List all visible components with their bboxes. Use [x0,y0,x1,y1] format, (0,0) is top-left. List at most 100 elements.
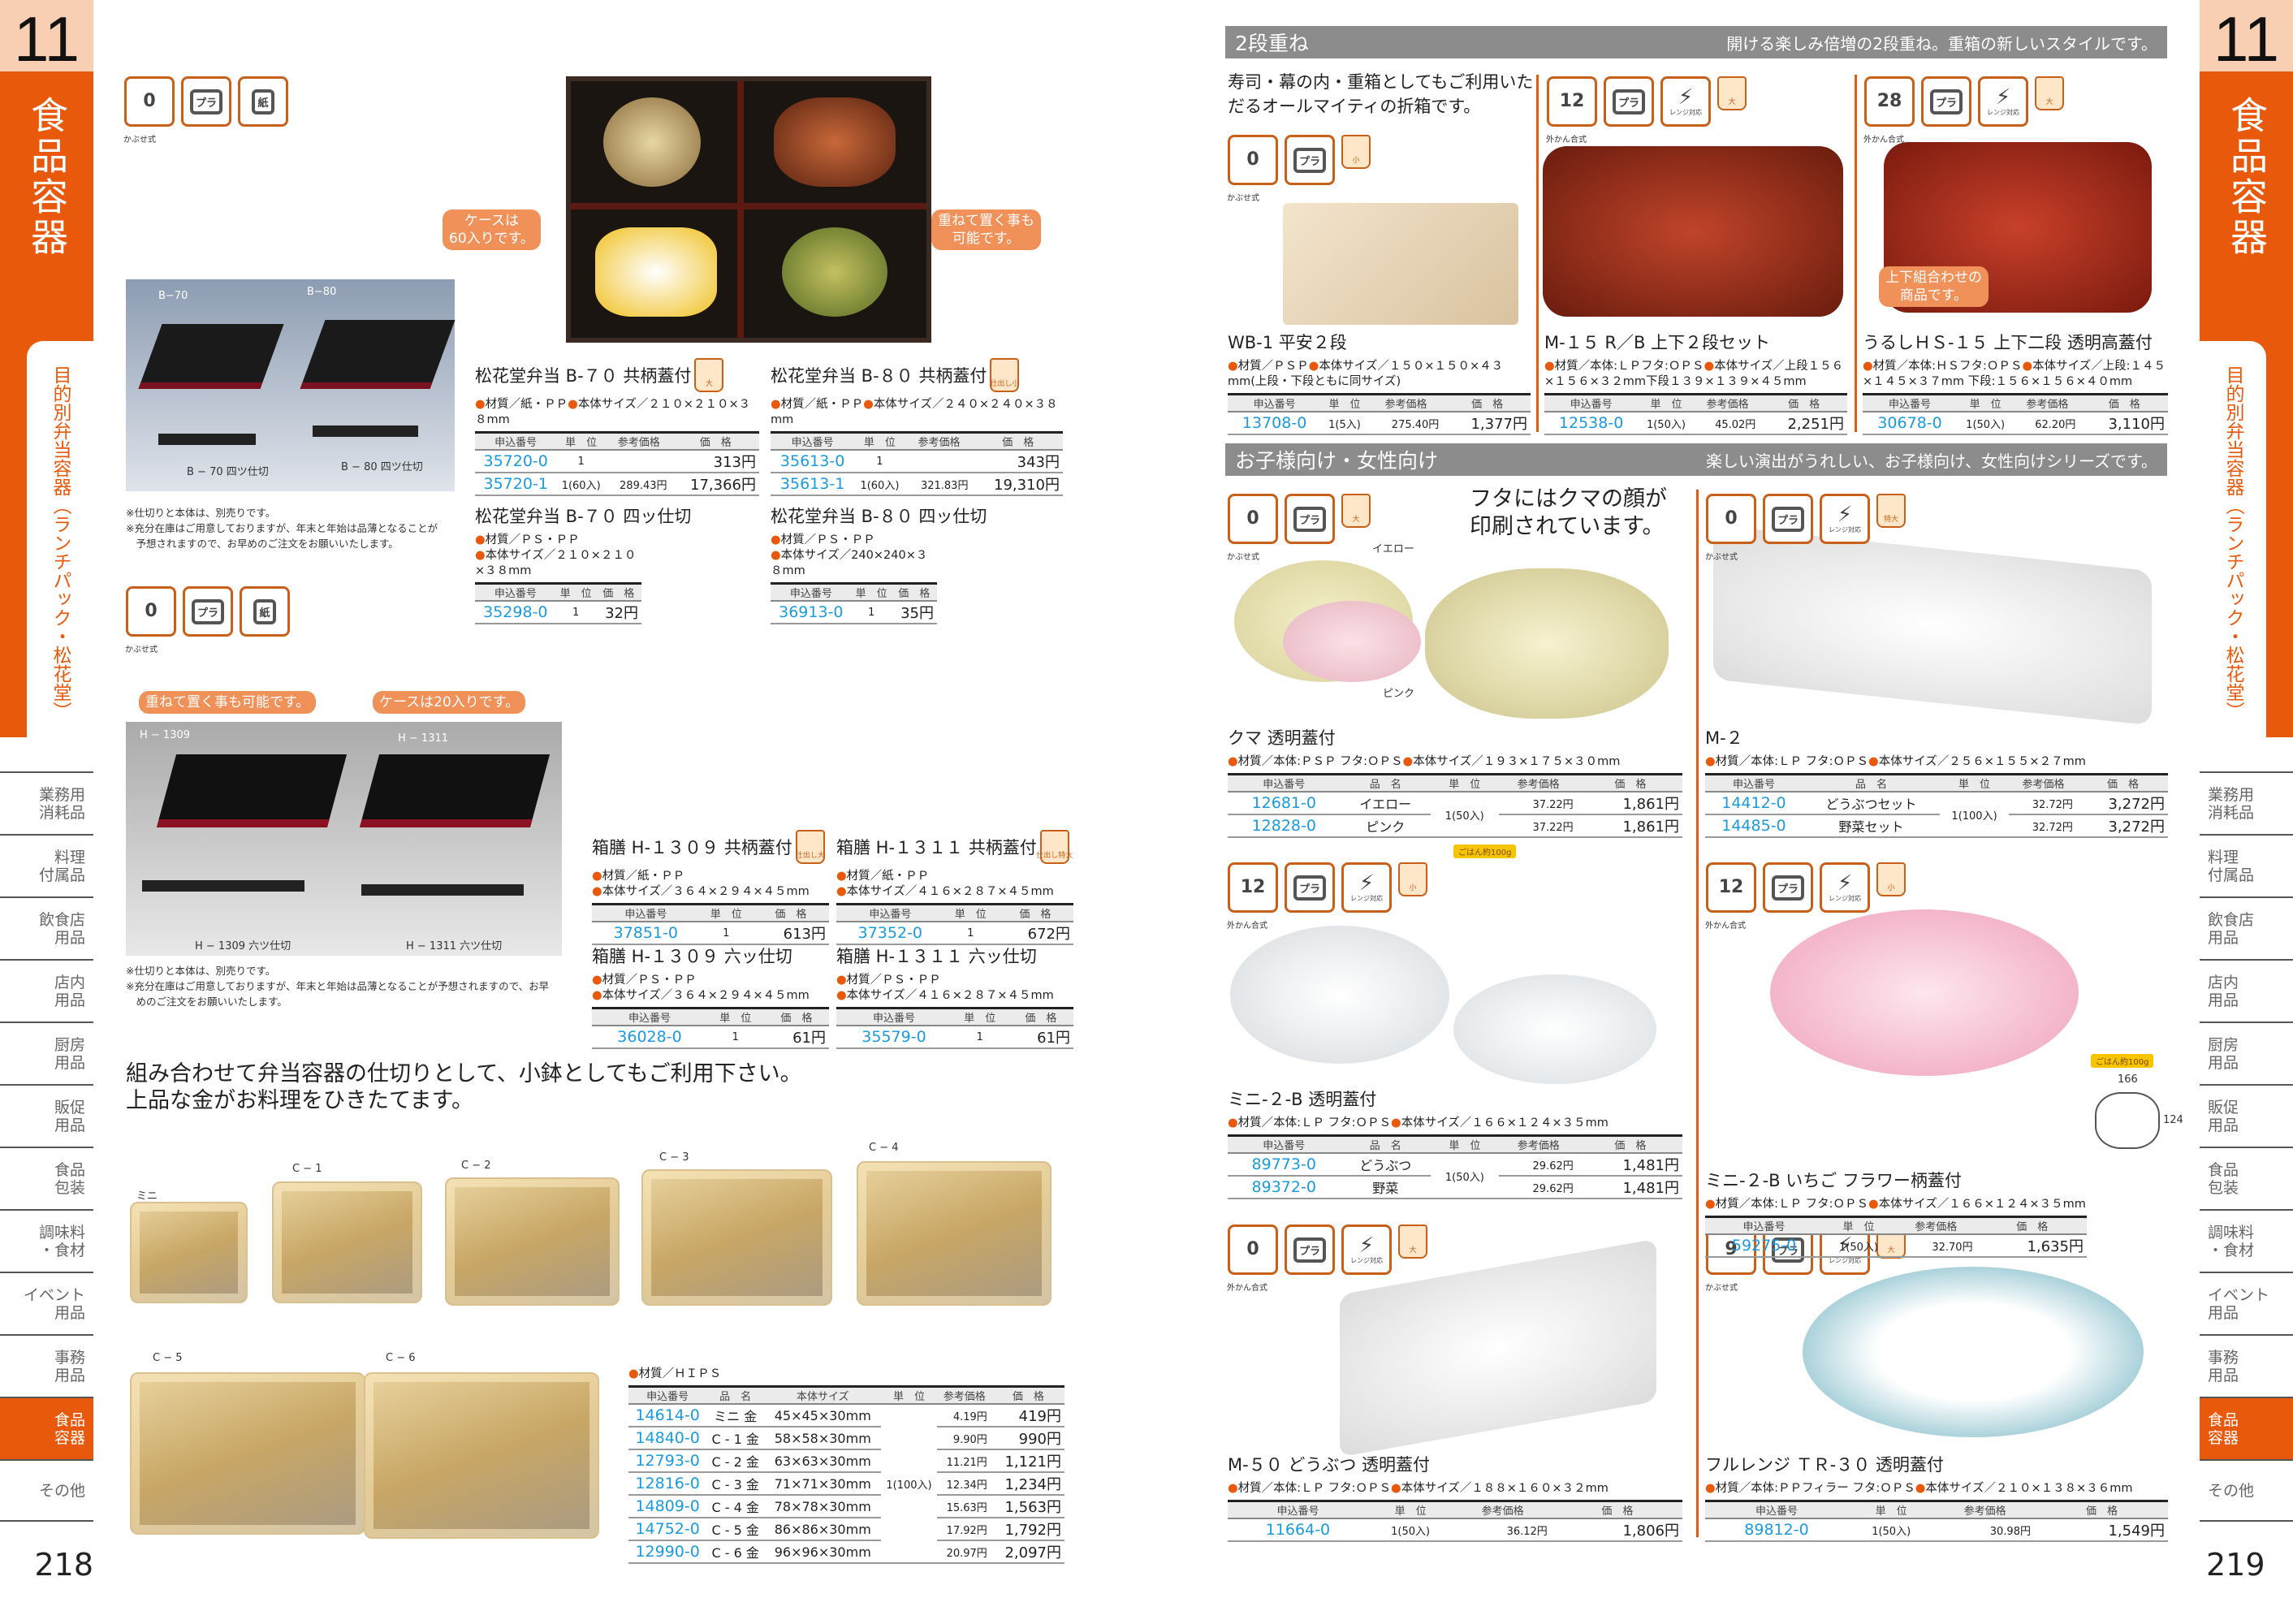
recycle-mark: 紙 [252,89,274,114]
order-number[interactable]: 14614-0 [628,1404,707,1427]
order-number[interactable]: 12990-0 [628,1540,707,1564]
nav-item[interactable]: 店内 用品 [0,959,93,1021]
food [595,227,717,317]
column-header: 価 格 [671,432,759,451]
order-number[interactable]: 35720-1 [475,473,557,496]
cell: C - 1 金 [706,1427,765,1450]
bolt-glyph: ⚡ [1678,84,1694,110]
nav-item[interactable]: 業務用 消耗品 [0,771,93,834]
order-number[interactable]: 89773-0 [1228,1153,1341,1177]
column-header: 単 位 [1431,1135,1499,1154]
nav-item[interactable]: 飲食店 用品 [2200,896,2293,959]
nav-item[interactable]: 食品 容器 [0,1397,93,1459]
nav-item[interactable]: 業務用 消耗品 [2200,771,2293,834]
order-number[interactable]: 12793-0 [628,1449,707,1473]
nav-item[interactable]: 食品 包装 [0,1147,93,1209]
product-block: ミニ-２-B いちご フラワー柄蓋付●材質／本体:ＬＰ フタ:ＯＰＳ●本体サイズ… [1705,1168,2087,1258]
order-number[interactable]: 59275-0 [1705,1234,1824,1258]
bullet-icon: ● [1308,360,1319,373]
nav-item[interactable]: 飲食店 用品 [0,896,93,959]
spec-text: 材質／ＰＳ・ＰＰ [846,974,941,987]
order-number[interactable]: 11664-0 [1228,1518,1368,1542]
nav-item[interactable]: 食品 容器 [2200,1397,2293,1459]
order-number[interactable]: 14840-0 [628,1427,707,1450]
nav-item[interactable]: 調味料 ・食材 [2200,1209,2293,1272]
nav-item[interactable]: イベント 用品 [2200,1272,2293,1334]
spec-item: ●材質／本体:ＬＰフタ:ＯＰＳ [1544,360,1704,373]
bullet-icon: ● [1705,755,1716,768]
order-number[interactable]: 14809-0 [628,1495,707,1518]
nav-item[interactable]: 料理 付属品 [2200,834,2293,896]
nav-item[interactable]: 食品 包装 [2200,1147,2293,1209]
bullet-icon: ● [771,549,781,562]
order-number[interactable]: 14752-0 [628,1518,707,1541]
reference-price: 32.72円 [2009,792,2078,815]
bolt-glyph: ⚡ [1837,870,1853,896]
bullet-icon: ● [1391,1482,1401,1495]
order-number[interactable]: 12828-0 [1228,814,1341,838]
subcategory-panel: 目的別弁当容器（ランチパック・松花堂） [27,341,93,737]
subcategory-title: 目的別弁当容器（ランチパック・松花堂） [50,365,71,720]
order-number[interactable]: 36028-0 [592,1026,707,1049]
column-header: 価 格 [1008,1008,1073,1026]
recycle-mark: プラ [1771,875,1804,901]
section-bar-nidan: 2段重ね 開ける楽しみ倍増の2段重ね。重箱の新しいスタイルです。 [1225,26,2167,58]
bullet-icon: ● [1391,1116,1401,1129]
nav-item[interactable]: 厨房 用品 [2200,1021,2293,1084]
column-header: 価 格 [752,904,829,922]
nav-item[interactable]: 厨房 用品 [0,1021,93,1084]
nav-item[interactable]: 販促 用品 [2200,1084,2293,1147]
order-number[interactable]: 12538-0 [1544,412,1639,435]
order-number[interactable]: 14412-0 [1705,792,1803,815]
reference-price: 29.62円 [1498,1176,1578,1199]
nav-item[interactable]: 販促 用品 [0,1084,93,1147]
nav-item[interactable]: 店内 用品 [2200,959,2293,1021]
order-number[interactable]: 37352-0 [836,922,944,945]
nav-item[interactable]: イベント 用品 [0,1272,93,1334]
nav-item[interactable]: 料理 付属品 [0,834,93,896]
order-number[interactable]: 36913-0 [771,601,852,624]
column-header: 価 格 [1444,394,1531,412]
order-number[interactable]: 12681-0 [1228,792,1341,815]
nav-item[interactable]: その他 [0,1459,93,1522]
ichigo-diagram [2095,1092,2160,1149]
order-number[interactable]: 30678-0 [1863,412,1958,435]
order-number[interactable]: 13708-0 [1228,412,1322,435]
nav-item[interactable]: 調味料 ・食材 [0,1209,93,1272]
recycle-plastic-icon: プラ [181,76,231,127]
rice-amount-tag: ごはん約100g [2091,1054,2154,1068]
cell: 1(100入) [881,1404,937,1564]
order-number[interactable]: 37851-0 [592,922,700,945]
bag-size-icon: 小 [1876,862,1906,896]
order-number[interactable]: 35613-0 [771,450,855,473]
nav-item[interactable]: 事務 用品 [2200,1334,2293,1397]
lid-caption: かぶせ式 [1227,194,1259,203]
photo-label: H − 1311 六ツ仕切 [406,940,503,952]
product-title: 箱膳 H-１３１１ 共柄蓋付仕出し特大 [836,830,1073,864]
order-number[interactable]: 35613-1 [771,473,855,496]
nav-item[interactable]: その他 [2200,1459,2293,1522]
food [603,97,701,187]
reference-price: 11.21円 [936,1449,992,1473]
order-number[interactable]: 89372-0 [1228,1176,1341,1199]
column-divider [1536,75,1539,432]
order-number[interactable]: 35298-0 [475,601,556,624]
reference-price: 20.97円 [936,1540,992,1564]
order-number[interactable]: 14485-0 [1705,814,1803,838]
cell: どうぶつセット [1802,792,1941,815]
order-number[interactable]: 89812-0 [1705,1518,1848,1542]
table-header-row: 申込番号単 位参考価格価 格 [1705,1216,2087,1235]
order-number[interactable]: 35720-0 [475,450,557,473]
price: 672円 [996,922,1073,945]
product-name: 箱膳 H-１３１１ 六ッ仕切 [836,947,1037,966]
nav-item[interactable]: 事務 用品 [0,1334,93,1397]
order-number[interactable]: 12816-0 [628,1472,707,1496]
order-number[interactable]: 35579-0 [836,1026,952,1049]
